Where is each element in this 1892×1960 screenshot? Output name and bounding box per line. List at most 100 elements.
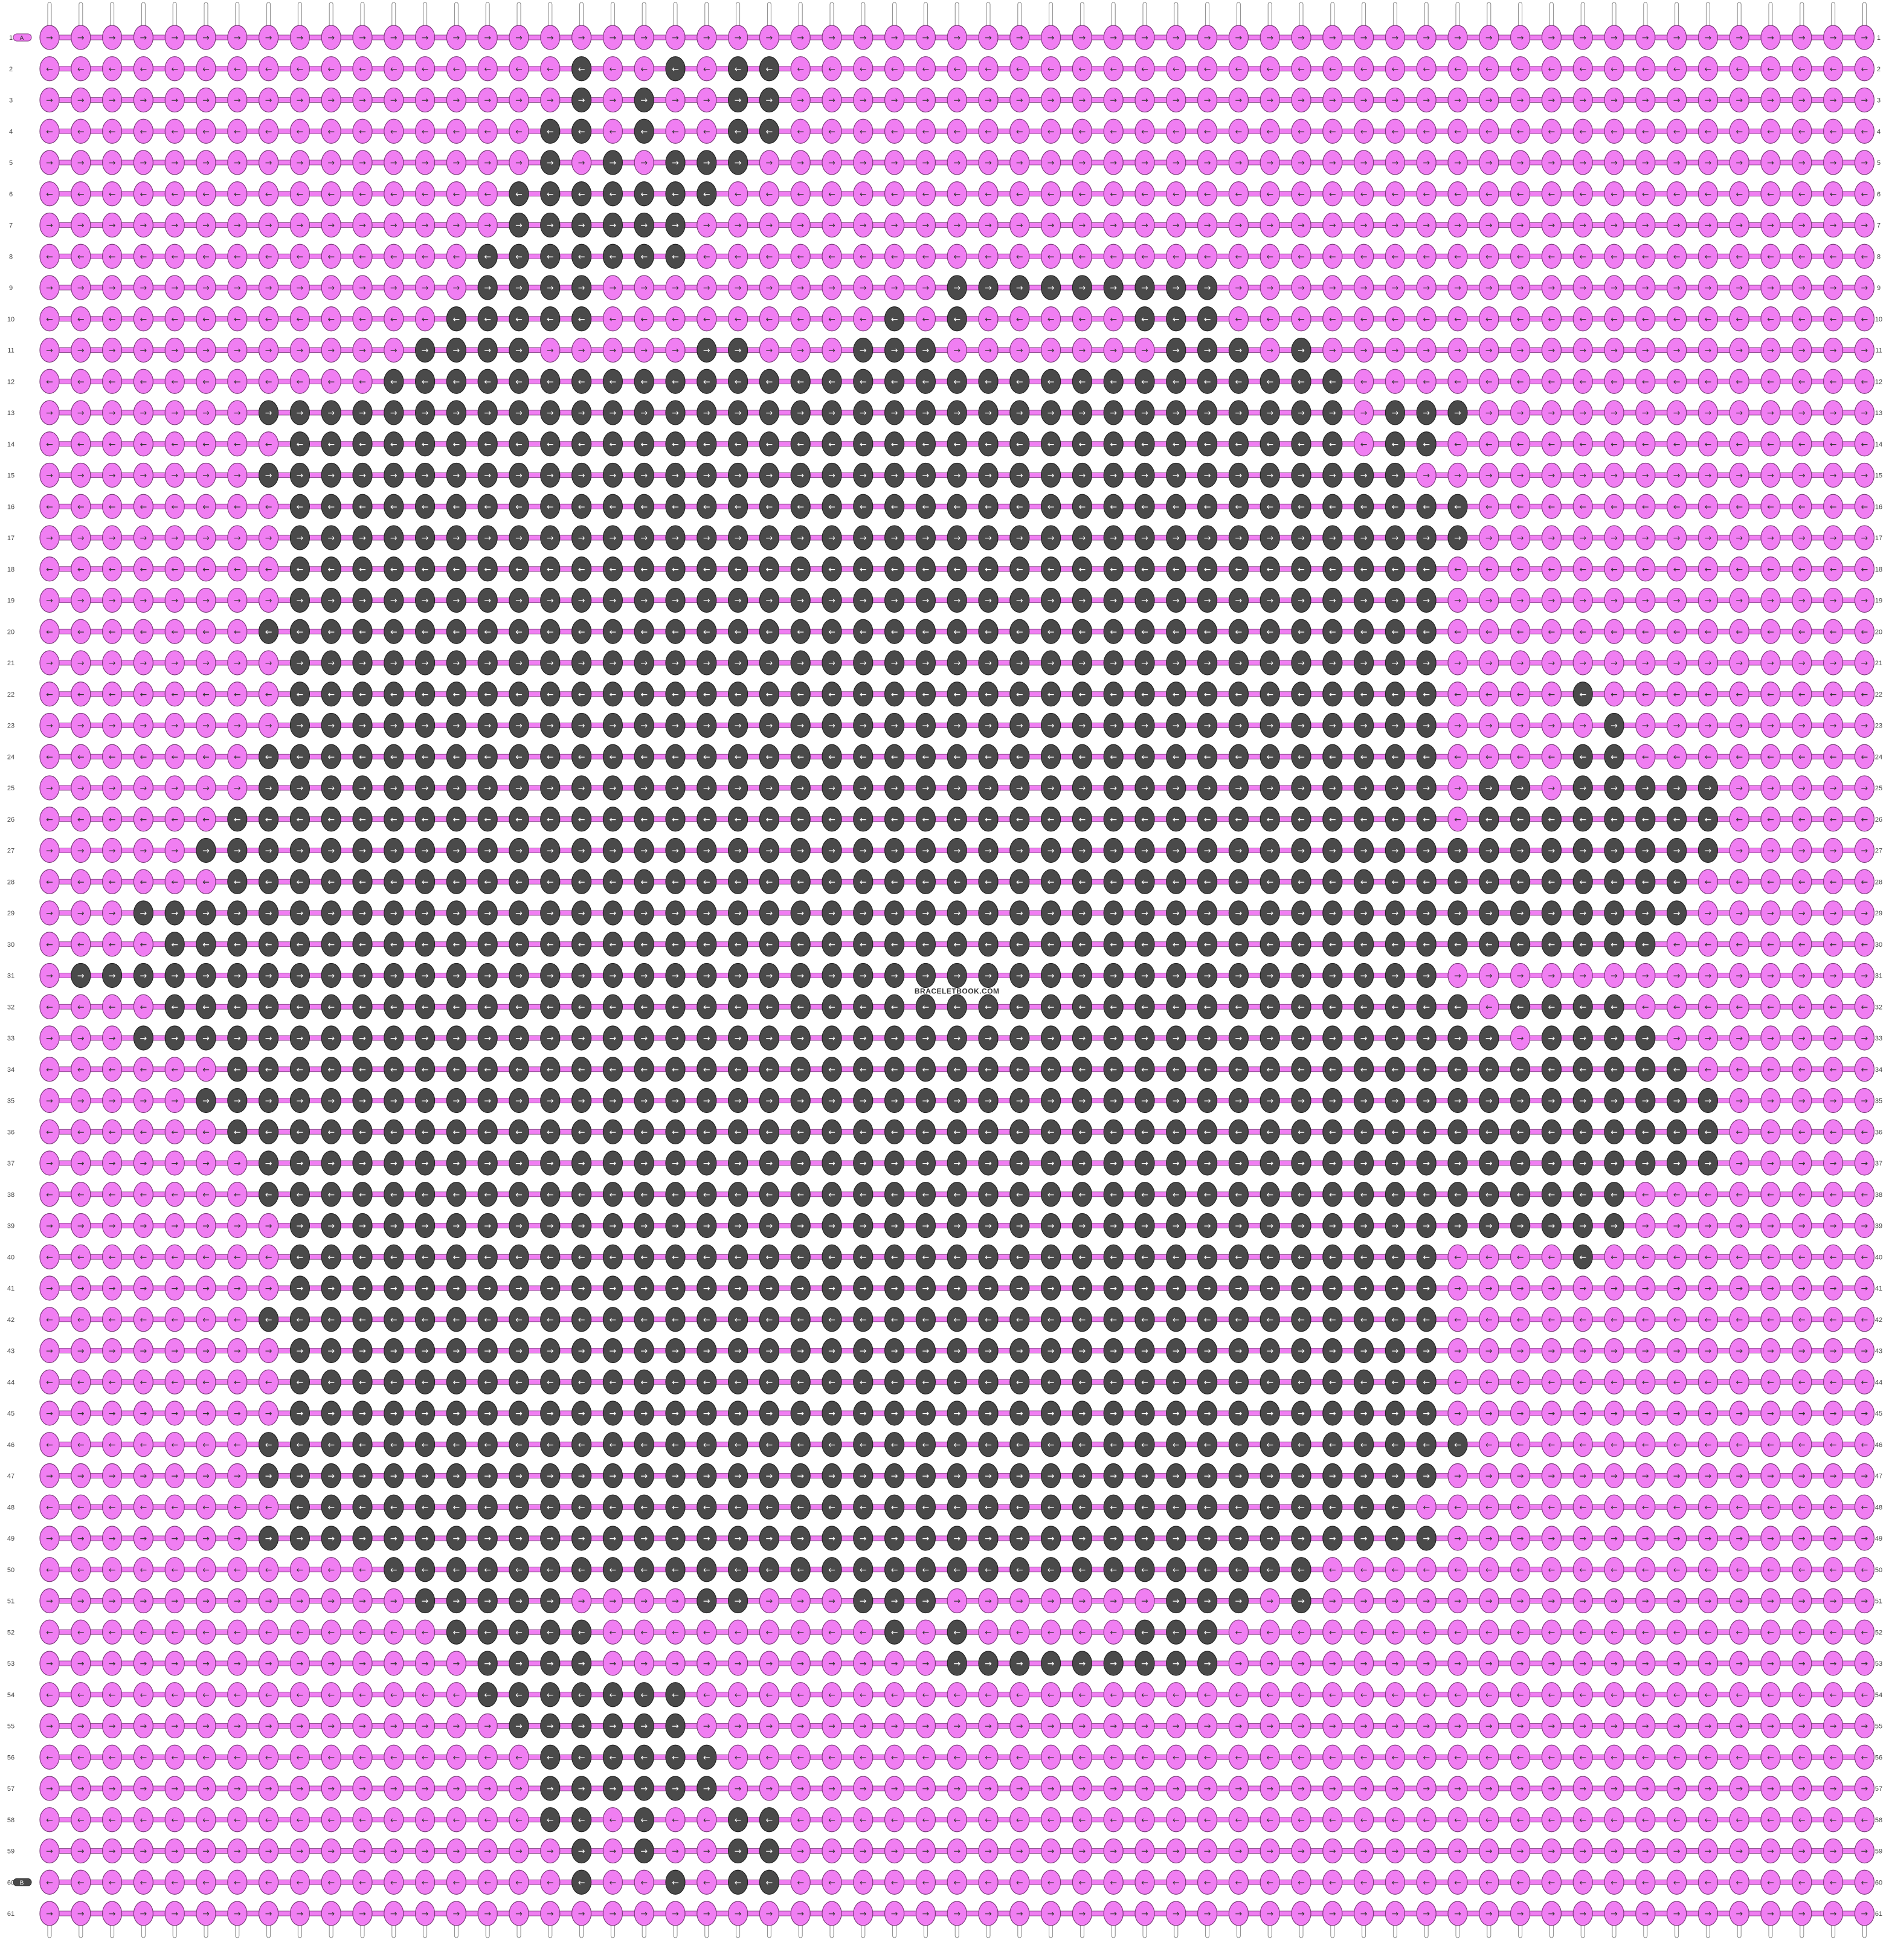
knot: ← bbox=[289, 431, 310, 457]
knot: → bbox=[1040, 462, 1061, 488]
knot: ← bbox=[759, 306, 780, 332]
knot-arrow-icon: ← bbox=[1235, 377, 1243, 387]
knot-dark bbox=[665, 56, 686, 82]
knot: → bbox=[1697, 587, 1718, 613]
knot-arrow-icon: → bbox=[46, 846, 53, 856]
knot-arrow-icon: ← bbox=[1548, 627, 1556, 637]
knot-arrow-icon: ← bbox=[1673, 815, 1681, 825]
knot-arrow-icon: → bbox=[610, 346, 617, 356]
knot: ← bbox=[196, 181, 216, 207]
knot-arrow-icon: ← bbox=[891, 565, 898, 575]
knot-arrow-icon: → bbox=[234, 283, 241, 293]
knot-arrow-icon: → bbox=[77, 346, 85, 356]
knot-arrow-icon: → bbox=[1548, 784, 1556, 793]
knot-arrow-icon: ← bbox=[1736, 627, 1743, 637]
knot: ← bbox=[1416, 243, 1437, 269]
knot-arrow-icon: ← bbox=[390, 440, 397, 450]
knot-light bbox=[759, 25, 780, 50]
knot: → bbox=[1009, 87, 1030, 113]
knot: ← bbox=[133, 243, 153, 269]
knot: → bbox=[1228, 650, 1249, 675]
knot: → bbox=[1447, 525, 1468, 550]
knot-arrow-icon: ← bbox=[1047, 627, 1055, 637]
knot: → bbox=[1479, 587, 1499, 613]
knot: → bbox=[509, 462, 529, 488]
knot-light bbox=[853, 25, 874, 50]
knot-arrow-icon: → bbox=[327, 221, 335, 231]
knot: ← bbox=[1697, 369, 1718, 394]
knot-arrow-icon: ← bbox=[547, 815, 554, 825]
knot: ← bbox=[1197, 118, 1218, 144]
knot-arrow-icon: ← bbox=[640, 190, 648, 199]
knot-arrow-icon: → bbox=[1736, 96, 1743, 106]
knot: ← bbox=[196, 869, 216, 894]
knot: ← bbox=[1103, 431, 1124, 457]
knot: → bbox=[759, 25, 780, 50]
knot: ← bbox=[1322, 556, 1343, 582]
knot-arrow-icon: ← bbox=[422, 565, 429, 575]
knot-arrow-icon: → bbox=[1454, 408, 1461, 418]
knot: ← bbox=[1354, 619, 1374, 644]
knot: ← bbox=[1103, 369, 1124, 394]
knot-arrow-icon: ← bbox=[77, 252, 85, 262]
knot: → bbox=[1510, 712, 1531, 738]
knot-arrow-icon: → bbox=[922, 408, 930, 418]
knot: → bbox=[634, 150, 654, 175]
knot-arrow-icon: ← bbox=[672, 315, 679, 324]
knot-arrow-icon: → bbox=[1204, 471, 1211, 481]
knot: ← bbox=[1854, 243, 1874, 269]
knot: ← bbox=[665, 744, 686, 769]
knot: ← bbox=[1792, 56, 1812, 82]
knot-arrow-icon: → bbox=[1329, 33, 1336, 43]
knot-arrow-icon: → bbox=[77, 283, 85, 293]
knot: → bbox=[571, 25, 592, 50]
knot: → bbox=[477, 525, 498, 550]
knot-arrow-icon: → bbox=[547, 659, 554, 668]
knot-arrow-icon: → bbox=[1016, 784, 1023, 793]
knot-light bbox=[1447, 56, 1468, 82]
knot-light bbox=[1729, 25, 1749, 50]
knot-arrow-icon: → bbox=[703, 471, 710, 481]
knot: → bbox=[978, 337, 999, 363]
knot: ← bbox=[1479, 807, 1499, 832]
knot: → bbox=[1072, 275, 1093, 300]
knot: → bbox=[884, 775, 905, 801]
knot: ← bbox=[477, 807, 498, 832]
knot: → bbox=[1260, 212, 1280, 238]
knot-arrow-icon: → bbox=[735, 596, 742, 606]
knot: → bbox=[1792, 462, 1812, 488]
knot: → bbox=[978, 87, 999, 113]
knot-arrow-icon: → bbox=[766, 408, 773, 418]
knot-arrow-icon: → bbox=[1266, 846, 1273, 856]
knot-arrow-icon: → bbox=[891, 346, 898, 356]
knot-arrow-icon: → bbox=[1047, 471, 1055, 481]
knot-arrow-icon: ← bbox=[922, 65, 930, 74]
knot: ← bbox=[1197, 431, 1218, 457]
knot-arrow-icon: → bbox=[1079, 534, 1086, 543]
knot-arrow-icon: → bbox=[1329, 408, 1336, 418]
knot-arrow-icon: ← bbox=[1861, 127, 1868, 137]
knot-arrow-icon: ← bbox=[1517, 690, 1524, 700]
knot-arrow-icon: → bbox=[171, 596, 178, 606]
knot-arrow-icon: ← bbox=[515, 815, 523, 825]
knot: ← bbox=[540, 306, 561, 332]
knot: → bbox=[384, 525, 404, 550]
knot: → bbox=[727, 587, 748, 613]
knot-light bbox=[384, 56, 404, 82]
knot: → bbox=[289, 337, 310, 363]
knot-arrow-icon: ← bbox=[1736, 65, 1743, 74]
knot-arrow-icon: → bbox=[297, 846, 304, 856]
knot: ← bbox=[1667, 431, 1687, 457]
knot-arrow-icon: → bbox=[1141, 596, 1148, 606]
knot: → bbox=[1009, 525, 1030, 550]
knot: → bbox=[1416, 25, 1437, 50]
knot-arrow-icon: → bbox=[1798, 346, 1806, 356]
knot-arrow-icon: → bbox=[265, 346, 272, 356]
knot-arrow-icon: → bbox=[1830, 596, 1837, 606]
knot-arrow-icon: → bbox=[1548, 283, 1556, 293]
knot: → bbox=[446, 212, 467, 238]
knot: ← bbox=[1479, 243, 1499, 269]
knot-arrow-icon: → bbox=[672, 659, 679, 668]
knot-arrow-icon: → bbox=[1173, 33, 1180, 43]
knot-arrow-icon: ← bbox=[547, 627, 554, 637]
